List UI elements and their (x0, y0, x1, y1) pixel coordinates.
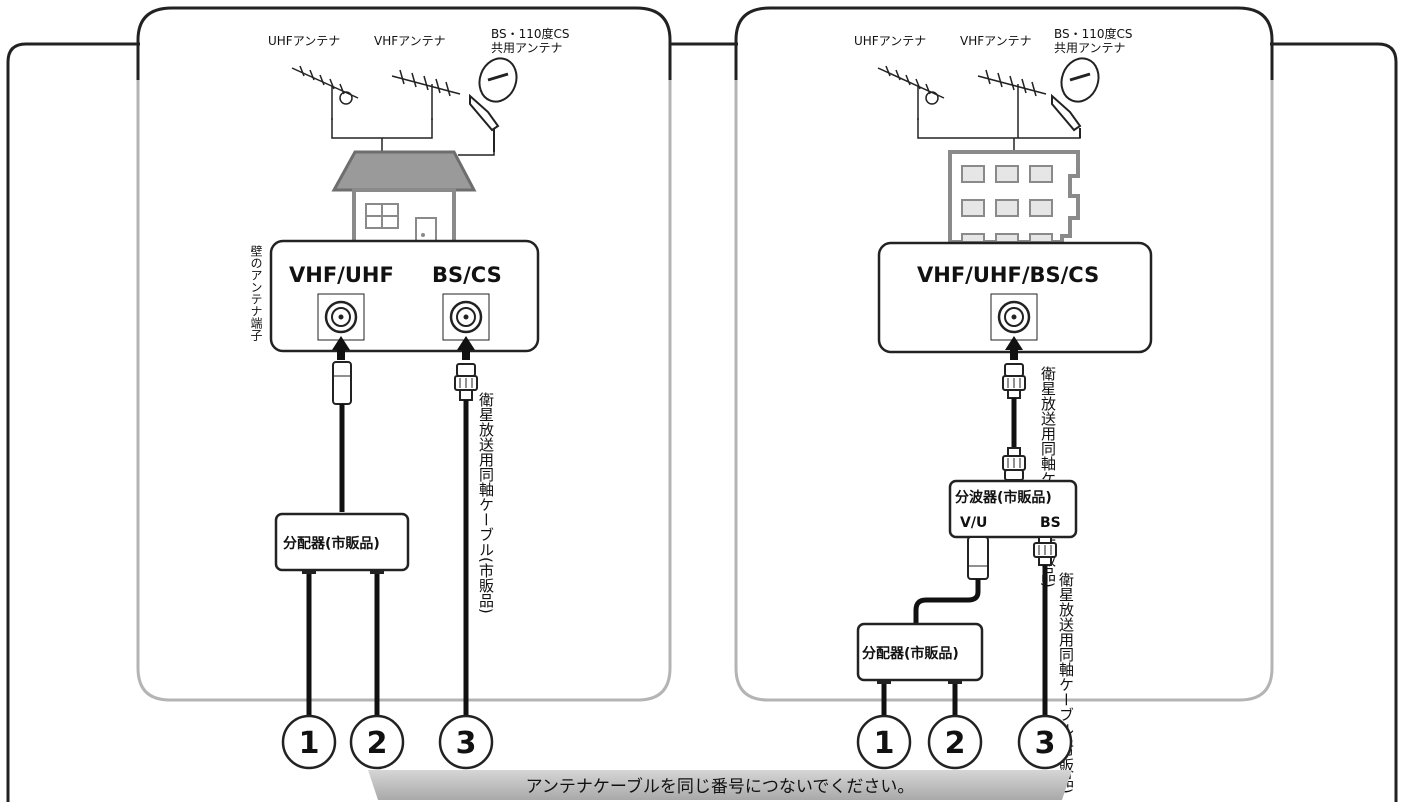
wall-terminal-label: 壁のアンテナ端子 (249, 244, 263, 341)
right-separator-label: 分波器(市販品) (955, 489, 1052, 506)
right-socket (990, 293, 1038, 341)
left-distributor-box (274, 512, 410, 572)
right-panel-body (734, 80, 1274, 702)
left-uhf-antenna-label: UHFアンテナ (268, 34, 340, 48)
left-distributor-port-1 (302, 569, 316, 574)
left-house-icon (331, 150, 477, 244)
left-bs-dish-icon (469, 57, 518, 152)
right-bs-dish-icon (1051, 57, 1100, 138)
right-uhf-antenna-label: UHFアンテナ (854, 34, 926, 48)
right-number-2: 2 (927, 714, 983, 770)
left-bs-antenna-label-2: 共用アンテナ (491, 41, 563, 55)
left-socket-bs-cs (442, 293, 490, 341)
left-number-2: 2 (349, 714, 405, 770)
outer-frame (6, 42, 1398, 802)
right-separator-bs-label: BS (1040, 515, 1061, 531)
left-vhf-antenna-icon (391, 69, 461, 120)
right-building-icon (948, 150, 1080, 244)
left-terminal-bs-cs-label: BS/CS (432, 263, 502, 287)
right-vu-plug (967, 536, 989, 580)
right-uhf-antenna-icon (877, 65, 945, 120)
svg-text:3: 3 (1035, 726, 1056, 761)
left-number-3: 3 (438, 714, 494, 770)
left-arrow-bs-cs (457, 336, 475, 360)
right-separator-input-plug (1002, 447, 1026, 481)
right-antenna-wiring (917, 118, 1081, 152)
left-distributor-port-2 (370, 569, 384, 574)
left-distributor-label: 分配器(市販品) (283, 535, 380, 552)
right-number-1: 1 (856, 714, 912, 770)
footer-banner (368, 770, 1072, 800)
right-bs-antenna-label-2: 共用アンテナ (1054, 41, 1126, 55)
right-terminal-label: VHF/UHF/BS/CS (917, 263, 1099, 287)
left-number-1: 1 (281, 714, 337, 770)
svg-text:1: 1 (299, 726, 320, 761)
right-distributor-label: 分配器(市販品) (862, 645, 959, 662)
left-bs-plug (454, 363, 478, 401)
left-arrow-vhf-uhf (332, 336, 350, 360)
left-terminal-vhf-uhf-label: VHF/UHF (289, 263, 394, 287)
right-separator-vu-label: V/U (960, 515, 987, 531)
left-antenna-wiring (331, 118, 495, 156)
left-vhf-antenna-label: VHFアンテナ (374, 34, 446, 48)
svg-text:2: 2 (367, 726, 388, 761)
right-number-3: 3 (1017, 714, 1073, 770)
left-socket-vhf-uhf (317, 293, 365, 341)
right-top-plug (1002, 363, 1026, 399)
right-vhf-antenna-label: VHFアンテナ (960, 34, 1032, 48)
right-bs-antenna-label-1: BS・110度CS (1054, 26, 1133, 41)
left-panel-tab (136, 6, 672, 80)
left-vhf-uhf-plug (332, 361, 352, 405)
right-distributor-port-2 (948, 679, 962, 684)
left-bs-antenna-label-1: BS・110度CS (491, 26, 570, 41)
right-vhf-antenna-icon (977, 69, 1047, 120)
left-satellite-cable-label: 衛星放送用同軸ケーブル(市販品) (477, 392, 495, 614)
left-uhf-antenna-icon (291, 65, 359, 120)
left-wall-plate (269, 239, 540, 353)
footer-note: アンテナケーブルを同じ番号につないでください。 (526, 776, 915, 797)
right-vu-cable (913, 579, 981, 624)
right-distributor-box (856, 622, 984, 682)
right-distributor-port-1 (877, 679, 891, 684)
left-panel-body (136, 80, 672, 702)
right-panel-tab (734, 6, 1274, 80)
svg-text:3: 3 (456, 726, 477, 761)
right-separator-box (948, 479, 1078, 539)
right-arrow (1005, 336, 1023, 360)
svg-text:2: 2 (945, 726, 966, 761)
svg-text:1: 1 (874, 726, 895, 761)
